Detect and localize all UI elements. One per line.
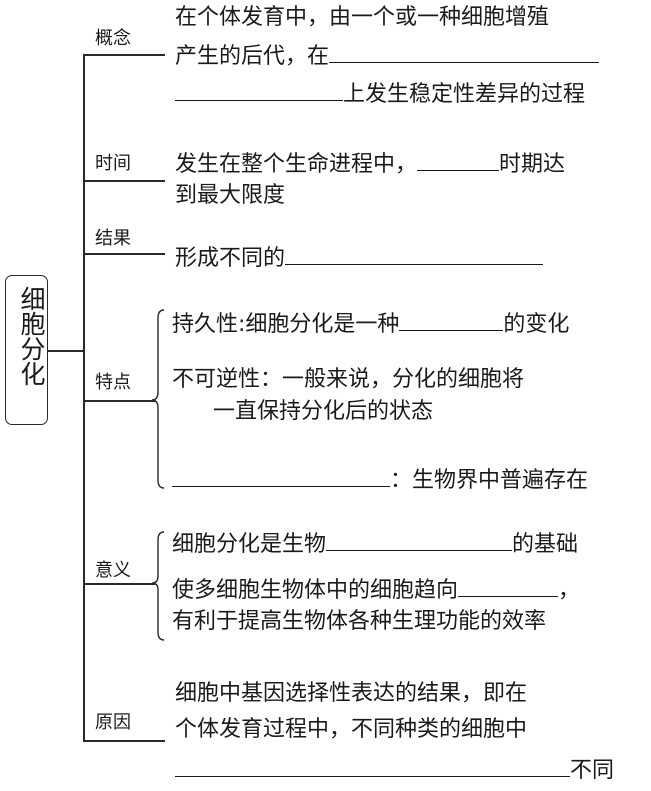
branch-line-result: [83, 253, 165, 255]
significance-blank-2[interactable]: [458, 572, 559, 597]
significance-item-1: 细胞分化是生物 的基础: [172, 526, 578, 561]
branch-label-concept: 概念: [95, 28, 131, 49]
root-node-box: 细胞分化: [5, 275, 48, 425]
branch-label-features: 特点: [95, 372, 131, 393]
features-item-2b: 一直保持分化后的状态: [213, 396, 433, 428]
branch-label-result: 结果: [95, 228, 131, 249]
root-node-label: 细胞分化: [6, 286, 47, 386]
significance-text-2: 使多细胞生物体中的细胞趋向: [172, 578, 459, 603]
branch-label-significance: 意义: [95, 560, 131, 581]
concept-text-2: 产生的后代，在: [175, 44, 330, 69]
features-item-3: ：生物界中普遍存在: [172, 462, 588, 497]
time-text-1-post: 时期达: [499, 152, 566, 177]
concept-text-1: 在个体发育中，由一个或一种细胞增殖: [175, 5, 550, 30]
time-text-1: 发生在整个生命进程中，: [175, 152, 418, 177]
time-line-1: 发生在整个生命进程中， 时期达: [175, 146, 565, 181]
cause-line-3: 不同: [175, 752, 614, 787]
branch-line-cause: [83, 740, 165, 742]
significance-text-3: 有利于提高生物体各种生理功能的效率: [172, 609, 547, 634]
cause-line-2: 个体发育过程中，不同种类的细胞中: [175, 714, 527, 746]
significance-blank-1[interactable]: [326, 526, 513, 551]
features-text-1: 持久性:细胞分化是一种: [172, 312, 400, 337]
features-blank-3[interactable]: [172, 462, 390, 487]
branch-label-time: 时间: [95, 153, 131, 174]
cause-text-1: 细胞中基因选择性表达的结果，即在: [175, 681, 528, 706]
branch-line-significance: [83, 583, 155, 585]
significance-brace: [151, 531, 165, 641]
features-text-3: ：生物界中普遍存在: [390, 468, 589, 493]
features-text-2b: 一直保持分化后的状态: [213, 399, 434, 424]
root-connector: [48, 350, 83, 352]
concept-line-2: 产生的后代，在: [175, 38, 600, 73]
features-item-2a: 不可逆性：一般来说，分化的细胞将: [172, 364, 524, 396]
branch-label-cause: 原因: [95, 712, 131, 733]
result-line-1: 形成不同的: [175, 240, 544, 275]
features-blank-1[interactable]: [399, 306, 504, 331]
cause-text-2: 个体发育过程中，不同种类的细胞中: [175, 717, 528, 742]
branch-line-concept: [83, 54, 165, 56]
cause-line-1: 细胞中基因选择性表达的结果，即在: [175, 678, 527, 710]
significance-text-2-post: ，: [558, 578, 581, 603]
features-brace: [151, 309, 165, 489]
branch-line-features: [83, 400, 155, 402]
concept-blank-1[interactable]: [329, 38, 600, 63]
concept-text-3: 上发生稳定性差异的过程: [343, 82, 586, 107]
features-text-2a: 不可逆性：一般来说，分化的细胞将: [172, 367, 525, 392]
result-blank[interactable]: [285, 240, 544, 265]
result-text: 形成不同的: [175, 246, 286, 271]
significance-item-2: 使多细胞生物体中的细胞趋向 ，: [172, 572, 580, 607]
concept-line-1: 在个体发育中，由一个或一种细胞增殖: [175, 2, 549, 34]
root-label-text: 细胞分化: [17, 286, 46, 386]
branch-line-time: [83, 180, 165, 182]
time-line-2: 到最大限度: [175, 180, 285, 212]
concept-blank-1-cont[interactable]: [175, 76, 343, 101]
features-item-1: 持久性:细胞分化是一种 的变化: [172, 306, 569, 341]
time-blank[interactable]: [417, 146, 500, 171]
features-text-1-post: 的变化: [503, 312, 570, 337]
cause-blank[interactable]: [175, 752, 570, 777]
significance-text-1: 细胞分化是生物: [172, 532, 327, 557]
concept-line-3: 上发生稳定性差异的过程: [175, 76, 585, 111]
significance-item-3: 有利于提高生物体各种生理功能的效率: [172, 606, 546, 638]
time-text-2: 到最大限度: [175, 183, 286, 208]
significance-text-1-post: 的基础: [512, 532, 579, 557]
main-trunk: [83, 54, 85, 741]
cause-text-3: 不同: [570, 758, 615, 783]
